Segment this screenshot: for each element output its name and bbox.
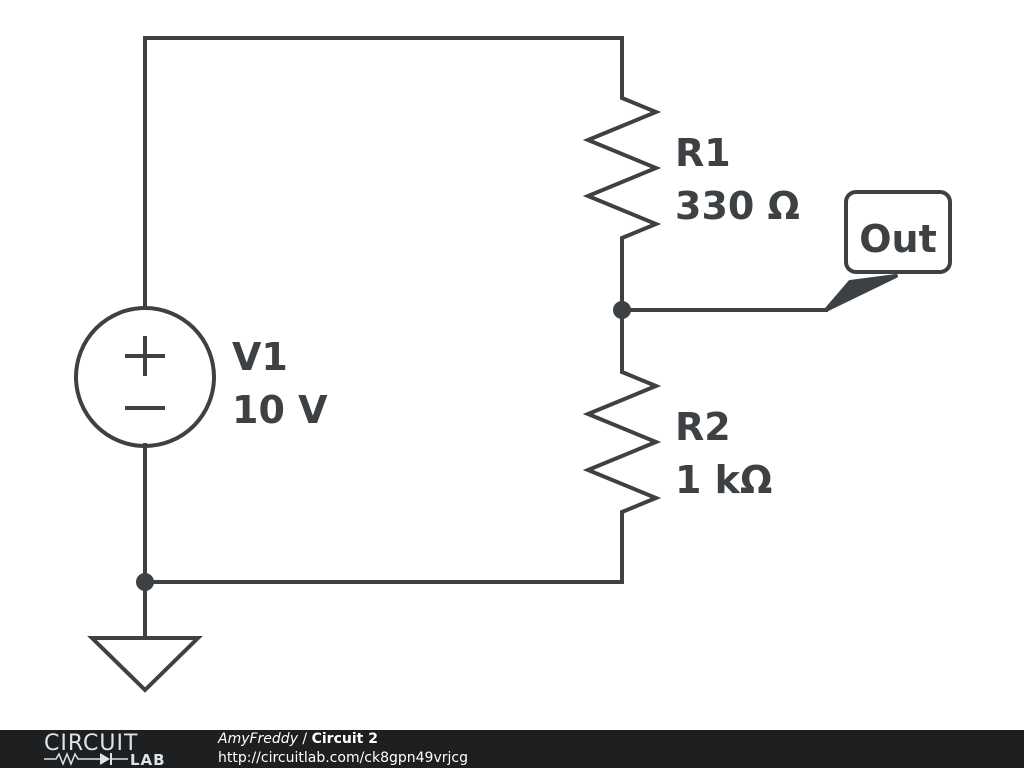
circuit-url[interactable]: http://circuitlab.com/ck8gpn49vrjcg (218, 750, 468, 766)
r2-value-label: 1 kΩ (675, 458, 772, 502)
circuit-title[interactable]: Circuit 2 (311, 731, 378, 747)
wire-bottom (143, 518, 624, 584)
v1-value-label: 10 V (232, 388, 328, 432)
r2-name-label: R2 (675, 405, 731, 449)
resistor-r1-symbol[interactable] (582, 92, 662, 250)
circuit-meta: AmyFreddy / Circuit 2 http://circuitlab.… (218, 730, 468, 768)
footer-bar: CIRCUIT LAB AmyFreddy / Circuit 2 http:/… (0, 730, 1024, 769)
out-label-box (844, 190, 952, 274)
circuit-schematic: Out V1 10 V R1 330 Ω R2 1 kΩ (74, 36, 952, 693)
resistor-r2-symbol[interactable] (582, 366, 662, 522)
wires (143, 36, 828, 638)
junction-node-out (613, 301, 631, 319)
r1-value-label: 330 Ω (675, 184, 800, 228)
author-link[interactable]: AmyFreddy (218, 731, 298, 747)
title-separator: / (297, 731, 312, 747)
voltage-source-v1-symbol[interactable] (74, 306, 216, 448)
junction-node-ground (136, 573, 154, 591)
circuitlab-logo-lab: LAB (130, 751, 166, 769)
ground-symbol (87, 636, 203, 693)
v1-name-label: V1 (232, 335, 288, 379)
r1-name-label: R1 (675, 131, 731, 175)
out-label-pointer (824, 274, 898, 312)
wire-top-left (143, 36, 624, 310)
circuitlab-logo-icon (44, 751, 128, 767)
out-net-label[interactable]: Out (824, 190, 952, 312)
circuitlab-logo-text[interactable]: CIRCUIT (44, 731, 139, 756)
out-label-text: Out (859, 217, 937, 261)
